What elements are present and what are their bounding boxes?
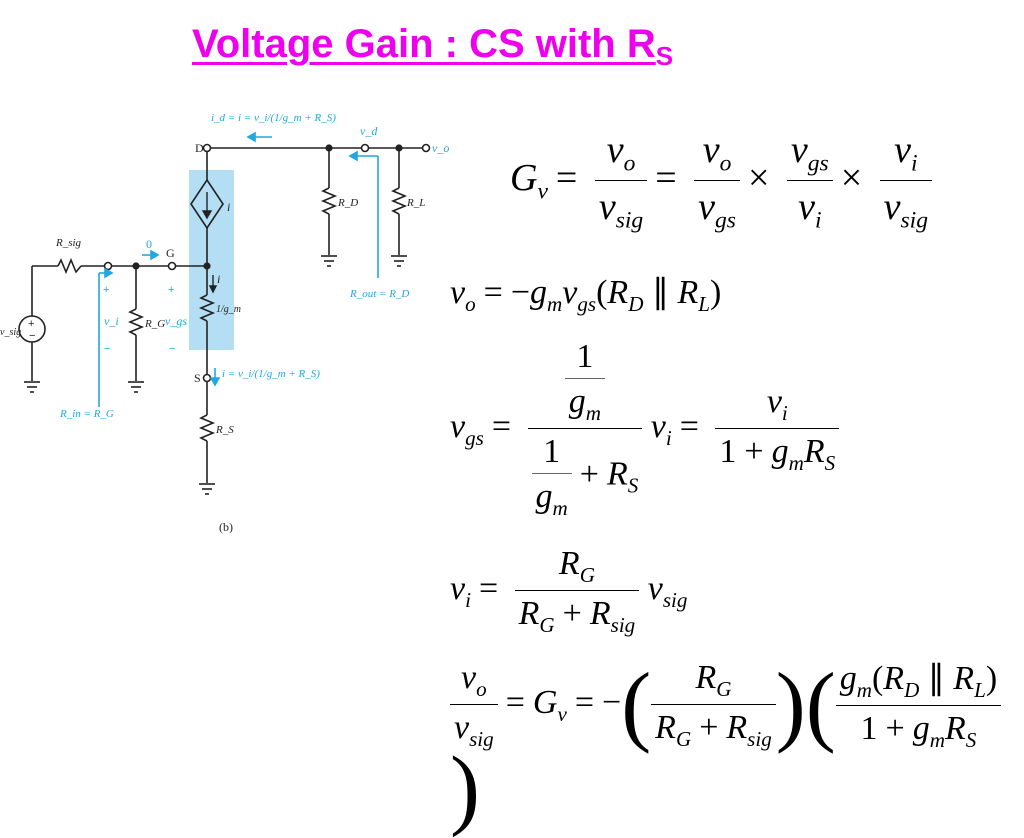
gate-current-zero-label: 0 <box>146 237 152 251</box>
inv-gm-resistor-icon <box>198 294 216 322</box>
rsig-resistor-icon <box>57 257 82 275</box>
vi-label: v_i <box>104 314 119 328</box>
rsig-label: R_sig <box>55 237 82 249</box>
rs-label: R_S <box>215 424 234 436</box>
rd-resistor-icon <box>320 187 338 215</box>
rl-label: R_L <box>406 197 425 209</box>
vsig-label: v_sig <box>0 327 21 338</box>
node-s-label: S <box>194 371 201 385</box>
ground-icons <box>24 255 407 495</box>
is-expression: i = v_i/(1/g_m + R_S) <box>222 368 320 380</box>
node-d-label: D <box>195 141 204 155</box>
rg-label: R_G <box>144 318 165 330</box>
svg-text:+: + <box>103 284 109 296</box>
rg-resistor-icon <box>127 308 145 336</box>
svg-text:−: − <box>29 330 35 342</box>
title-subscript: S <box>655 41 674 71</box>
title-main: Voltage Gain : CS with R <box>192 22 656 66</box>
rs-resistor-icon <box>198 414 216 442</box>
rout-label: R_out = R_D <box>349 288 409 300</box>
equation-vo: vo=−gmvgs(RD ∥ RL) <box>450 274 722 316</box>
dependent-source-i-label: i <box>227 200 230 214</box>
i-label: i <box>217 272 220 286</box>
id-expression: i_d = i = v_i/(1/g_m + R_S) <box>211 112 336 124</box>
rl-resistor-icon <box>390 187 408 215</box>
vo-label: v_o <box>432 141 449 155</box>
svg-text:+: + <box>168 284 174 296</box>
rd-label: R_D <box>337 197 358 209</box>
figure-caption: (b) <box>219 520 233 534</box>
vd-label: v_d <box>360 124 378 138</box>
transistor-model-highlight <box>189 170 234 350</box>
rin-label: R_in = R_G <box>59 408 114 420</box>
cs-amplifier-circuit: +− D G S i_d = i = v_i/(1/g_m + R_S) i =… <box>0 112 449 534</box>
slide-title: Voltage Gain : CS with RS <box>192 22 673 72</box>
svg-text:+: + <box>28 318 34 330</box>
svg-text:−: − <box>169 343 175 355</box>
svg-text:−: − <box>104 343 110 355</box>
inv-gm-label: 1/g_m <box>216 304 241 315</box>
vgs-label: v_gs <box>165 314 187 328</box>
node-g-label: G <box>166 246 175 260</box>
